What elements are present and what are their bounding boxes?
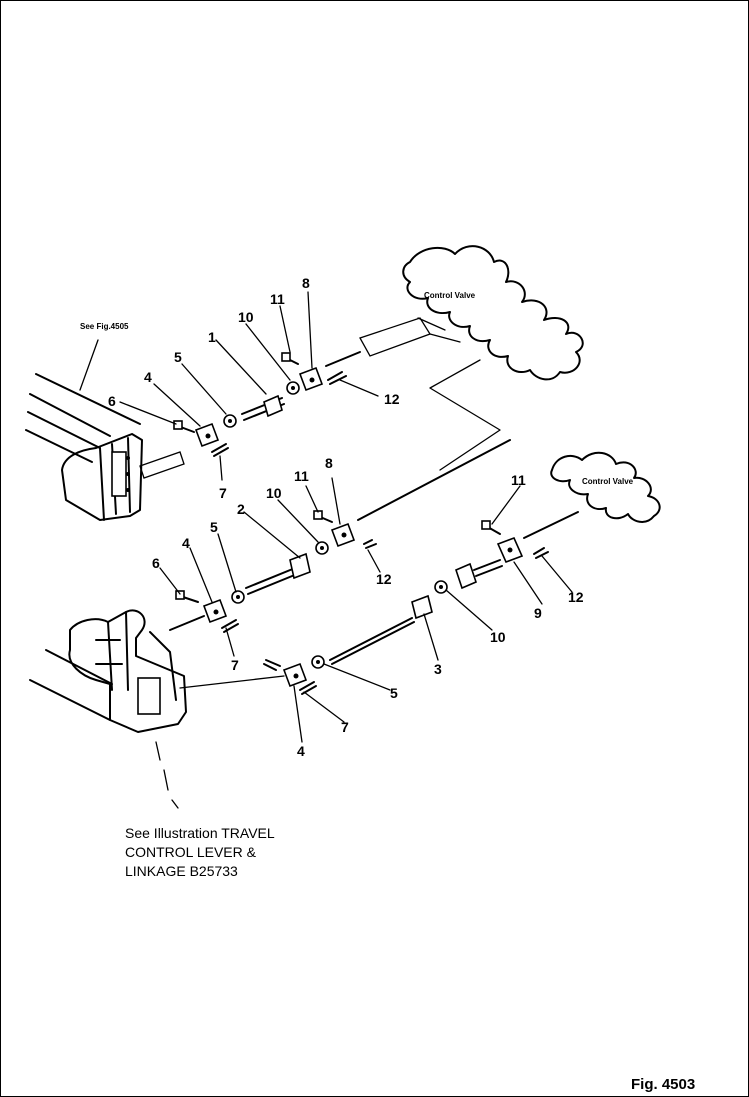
figure-label: Fig. 4503 bbox=[631, 1076, 696, 1093]
callout-4-lower: 4 bbox=[297, 743, 305, 759]
callout-11-middle: 11 bbox=[294, 468, 309, 484]
callout-8-middle: 8 bbox=[325, 455, 333, 471]
upper-bracket bbox=[25, 373, 185, 521]
callout-6-middle: 6 bbox=[152, 555, 160, 571]
callouts: See Fig.4505 1 4 5 6 7 8 10 11 12 2 4 5 … bbox=[80, 275, 584, 759]
callout-10-middle: 10 bbox=[266, 485, 282, 501]
callout-8-upper: 8 bbox=[302, 275, 310, 291]
callout-7-lower: 7 bbox=[341, 719, 349, 735]
callout-6-upper: 6 bbox=[108, 393, 116, 409]
middle-linkage bbox=[169, 439, 511, 633]
callout-5-lower: 5 bbox=[390, 685, 398, 701]
callout-4-middle: 4 bbox=[182, 535, 190, 551]
callout-7-middle: 7 bbox=[231, 657, 239, 673]
callout-12-middle: 12 bbox=[376, 571, 392, 587]
callout-12-upper: 12 bbox=[384, 391, 400, 407]
callout-1: 1 bbox=[208, 329, 216, 345]
lower-lever-assembly bbox=[29, 609, 187, 809]
lower-linkage bbox=[179, 594, 433, 695]
callout-10-right: 10 bbox=[490, 629, 506, 645]
callout-5-middle: 5 bbox=[210, 519, 218, 535]
control-valve-label-right: Control Valve bbox=[582, 477, 634, 486]
control-valve-right: Control Valve bbox=[550, 451, 661, 523]
caption-line-2: CONTROL LEVER & bbox=[125, 844, 256, 860]
callout-11-upper: 11 bbox=[270, 291, 285, 307]
right-linkage bbox=[434, 511, 579, 594]
leader-lines bbox=[79, 291, 573, 743]
callout-11-right: 11 bbox=[511, 472, 526, 488]
callout-9: 9 bbox=[534, 605, 542, 621]
see-fig-note: See Fig.4505 bbox=[80, 322, 129, 331]
callout-2: 2 bbox=[237, 501, 245, 517]
illustration-caption: See Illustration TRAVEL CONTROL LEVER & … bbox=[125, 824, 385, 881]
callout-10-upper: 10 bbox=[238, 309, 254, 325]
control-valve-label-upper: Control Valve bbox=[424, 291, 476, 300]
callout-4-upper: 4 bbox=[144, 369, 152, 385]
callout-3: 3 bbox=[434, 661, 442, 677]
upper-linkage bbox=[173, 351, 501, 471]
callout-7-upper: 7 bbox=[219, 485, 227, 501]
callout-12-right: 12 bbox=[568, 589, 584, 605]
control-valve-upper: Control Valve bbox=[359, 245, 584, 381]
caption-line-1: See Illustration TRAVEL bbox=[125, 825, 275, 841]
caption-line-3: LINKAGE B25733 bbox=[125, 863, 238, 879]
callout-5-upper: 5 bbox=[174, 349, 182, 365]
